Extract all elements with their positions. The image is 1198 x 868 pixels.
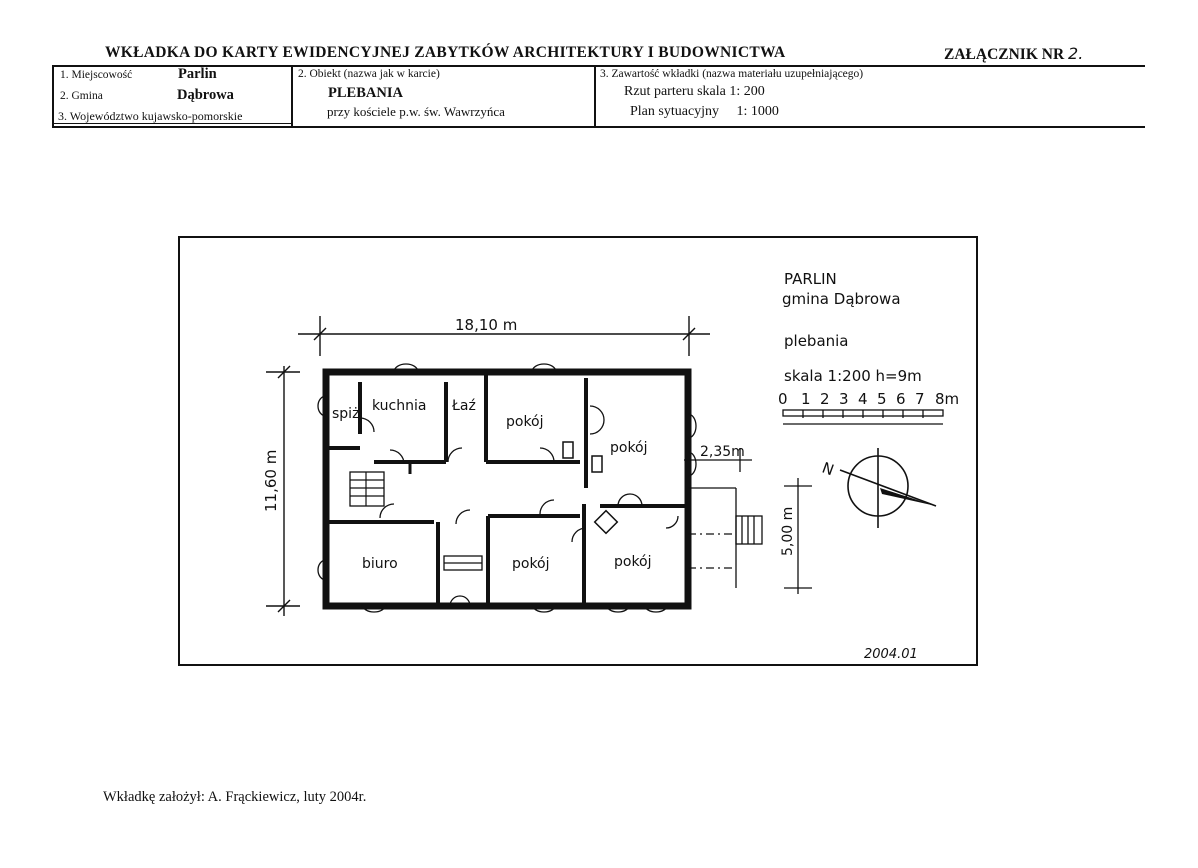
dim-width-label: 18,10 m: [455, 316, 517, 334]
plan-commune: gmina Dąbrowa: [782, 290, 901, 308]
north-label: N: [820, 459, 837, 480]
scale-bar: 0 1 2 3 4 5 6 7 8m: [778, 390, 959, 425]
scale-num-5: 5: [877, 390, 887, 408]
field-object-name: PLEBANIA: [328, 85, 403, 101]
field-commune-label: 2. Gmina: [60, 90, 103, 102]
dim-porch-label: 2,35m: [700, 444, 745, 460]
column-divider-left: [52, 65, 54, 126]
field-commune-value: Dąbrowa: [177, 87, 234, 103]
field-contents-label: 3. Zawartość wkładki (nazwa materiału uz…: [600, 68, 864, 80]
field-voivodeship: 3. Województwo kujawsko-pomorskie: [58, 109, 243, 123]
plan-object: plebania: [784, 332, 849, 350]
room-kuchnia: kuchnia: [372, 398, 426, 414]
dimension-porch-length: 5,00 m: [780, 478, 812, 594]
field-contents-line1: Rzut parteru skala 1: 200: [624, 84, 765, 99]
annex-label: ZAŁĄCZNIK NR 2.: [944, 44, 1084, 63]
scale-num-6: 6: [896, 390, 906, 408]
room-biuro: biuro: [362, 556, 398, 572]
room-pokoj-4: pokój: [614, 554, 652, 570]
scale-num-8: 8m: [935, 390, 959, 408]
dim-porch-length-label: 5,00 m: [780, 507, 796, 556]
floor-plan-frame: PARLIN gmina Dąbrowa plebania skala 1:20…: [178, 236, 978, 666]
field-object-label: 2. Obiekt (nazwa jak w karcie): [298, 68, 440, 80]
dimension-porch-width: 2,35m: [684, 444, 752, 472]
windows: [317, 363, 697, 613]
dim-depth-label: 11,60 m: [262, 450, 280, 512]
annex-number: 2.: [1068, 44, 1084, 63]
room-pokoj-2: pokój: [610, 440, 648, 456]
room-pokoj-3: pokój: [512, 556, 550, 572]
scale-num-7: 7: [915, 390, 925, 408]
column-divider-1: [291, 65, 293, 126]
plan-scale-text: skala 1:200 h=9m: [784, 367, 922, 385]
room-laz: Łaź: [451, 398, 476, 414]
field-contents-line2: Plan sytuacyjny 1: 1000: [630, 104, 779, 119]
field-object-detail: przy kościele p.w. św. Wawrzyńca: [327, 104, 505, 119]
building-walls: [322, 368, 692, 610]
porch: [688, 487, 763, 588]
document-title: WKŁADKA DO KARTY EWIDENCYJNEJ ZABYTKÓW A…: [105, 44, 786, 61]
plan-date: 2004.01: [864, 647, 918, 662]
room-spiz: spiż: [332, 406, 359, 422]
floor-plan-drawing: PARLIN gmina Dąbrowa plebania skala 1:20…: [262, 270, 959, 662]
field-locality-label: 1. Miejscowość: [60, 69, 133, 81]
dimension-depth: 11,60 m: [262, 365, 300, 616]
field-locality-value: Parlin: [178, 66, 217, 82]
col1-underline: [52, 123, 291, 124]
scale-num-0: 0: [778, 390, 788, 408]
column-divider-2: [594, 65, 596, 126]
scale-num-1: 1: [801, 390, 811, 408]
north-arrow-icon: N: [820, 448, 937, 528]
footer-author: Wkładkę założył: A. Frąckiewicz, luty 20…: [103, 789, 367, 805]
scale-num-3: 3: [839, 390, 849, 408]
room-pokoj-1: pokój: [506, 414, 544, 430]
header-rule-bottom: [52, 126, 1145, 128]
plan-location: PARLIN: [784, 270, 837, 288]
scale-num-4: 4: [858, 390, 868, 408]
header-rule-top: [52, 65, 1145, 67]
scale-num-2: 2: [820, 390, 830, 408]
dimension-width: 18,10 m: [298, 316, 710, 356]
doors: [359, 405, 679, 607]
